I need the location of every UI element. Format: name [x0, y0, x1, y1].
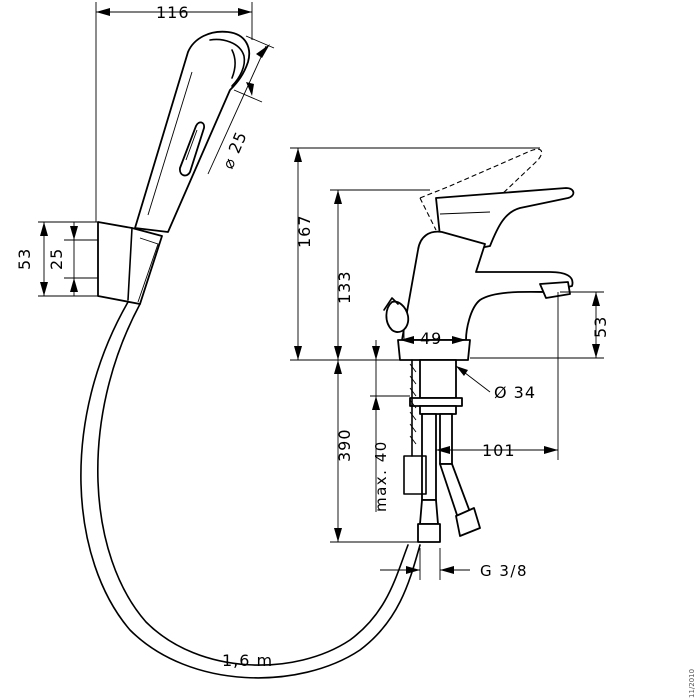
supply-assembly — [403, 359, 481, 543]
dim-holder-25: 25 — [47, 248, 66, 270]
dim-connection: G 3/8 — [480, 562, 528, 580]
dim-spout-53: 53 — [591, 316, 610, 338]
dim-101: 101 — [482, 441, 516, 460]
dim-390: 390 — [335, 428, 354, 462]
dim-base-diameter: Ø 34 — [494, 383, 536, 402]
dim-max-40: max. 40 — [372, 440, 390, 512]
dim-hose-length: 1,6 m — [222, 651, 273, 670]
hand-shower — [134, 30, 250, 233]
footer-code: 11/2010 — [688, 669, 696, 698]
dim-116: 116 — [156, 3, 190, 22]
dimension-lines — [38, 2, 604, 580]
faucet — [383, 148, 575, 361]
dim-holder-53: 53 — [15, 248, 34, 270]
dim-nozzle-diameter: ⌀ 25 — [218, 128, 251, 171]
hose — [80, 301, 421, 679]
dim-49: 49 — [420, 329, 442, 348]
dim-133: 133 — [335, 270, 354, 304]
wall-holder — [97, 221, 163, 305]
dim-167: 167 — [295, 214, 314, 248]
